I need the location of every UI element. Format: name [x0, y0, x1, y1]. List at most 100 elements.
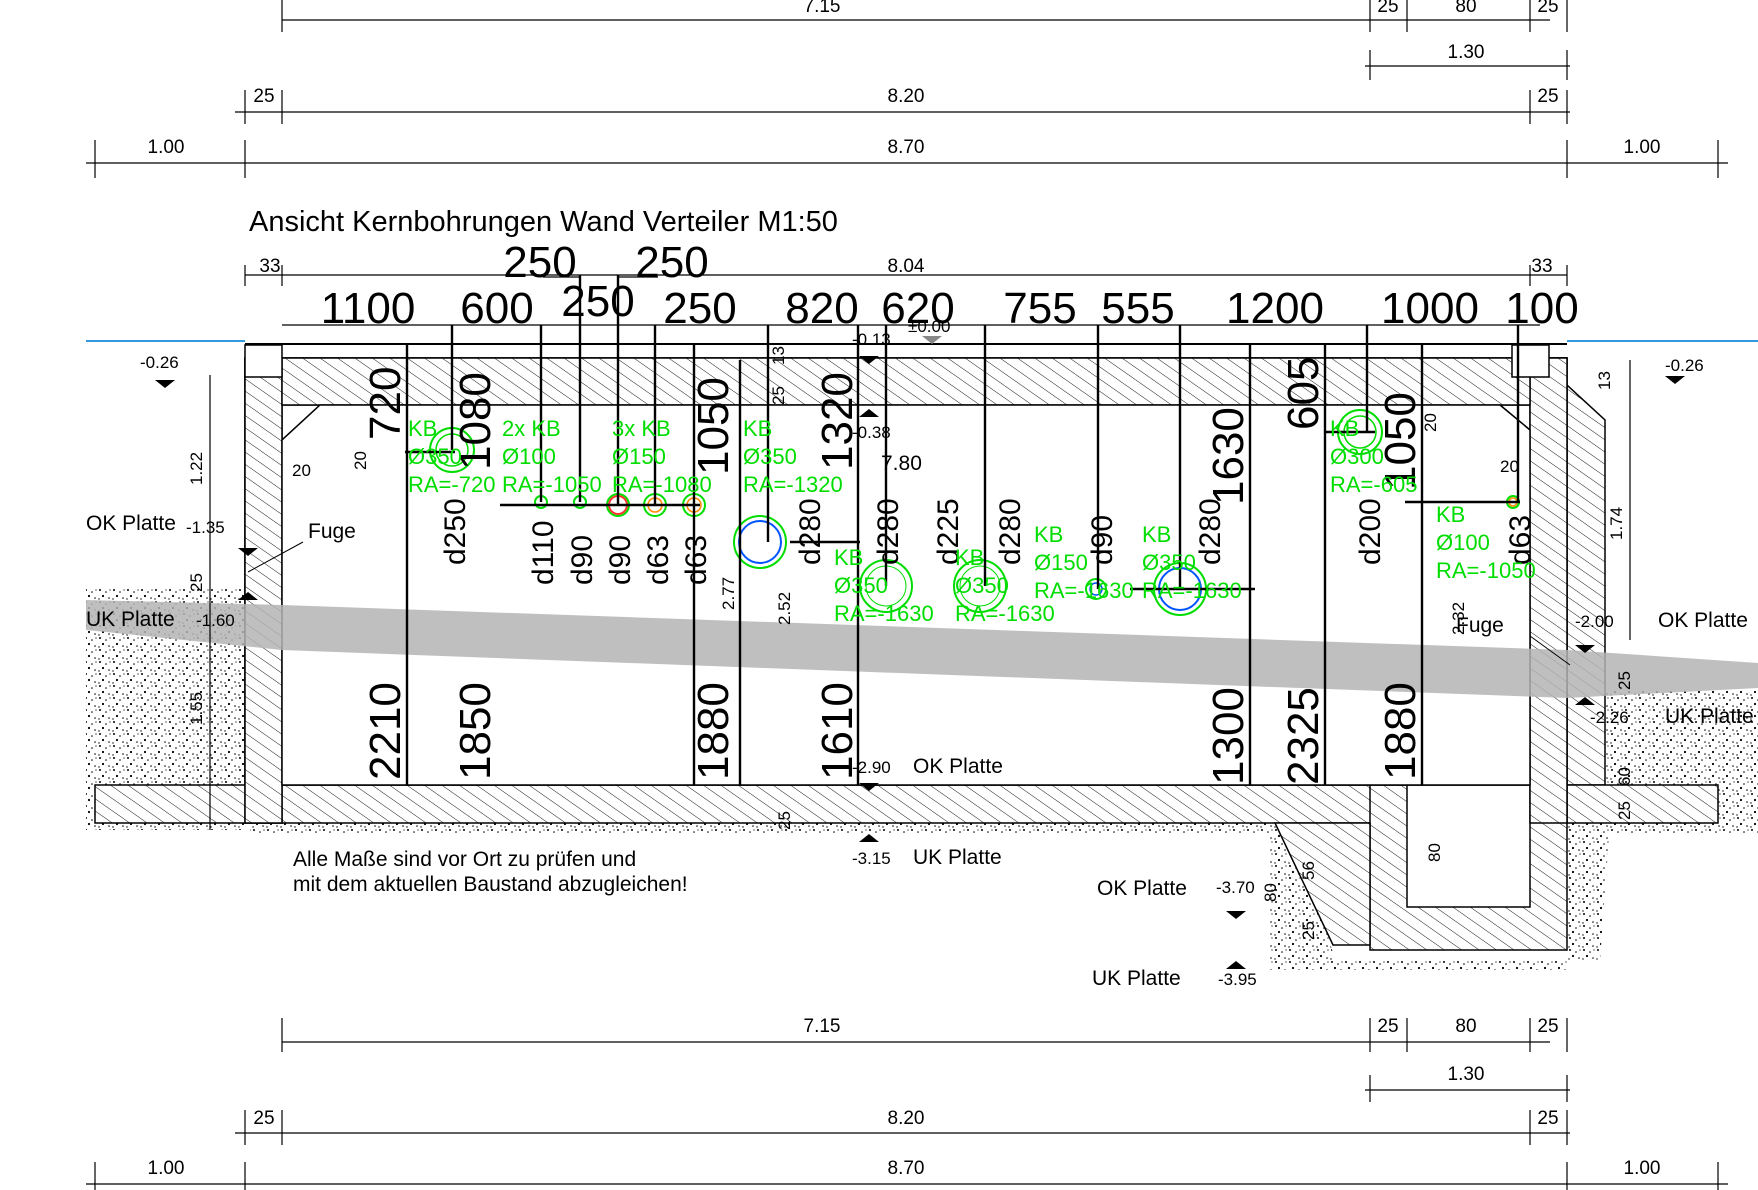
vdim-1050b: 1050 — [1376, 392, 1425, 490]
level-m226: -2.26 — [1590, 708, 1629, 727]
wall-dim: 25 — [775, 811, 794, 830]
plan-dim-600: 600 — [460, 284, 533, 333]
grey-joint-band — [86, 600, 1758, 698]
fuge-left: Fuge — [308, 520, 356, 543]
level-markers: -0.26 -0.26 ±0.00 -0.13 -0.38 7.80 -1.35… — [86, 317, 1754, 990]
core-0-l0: KB — [408, 416, 437, 441]
plan-dim-804: 8.04 — [888, 256, 925, 277]
pipe-label: d225 — [932, 498, 965, 565]
vdim-605: 605 — [1279, 357, 1328, 430]
ok-platte-main: OK Platte — [913, 755, 1003, 778]
plan-dim-250d: 250 — [663, 284, 736, 333]
plan-dim-1200: 1200 — [1226, 284, 1324, 333]
core-8-l2: RA=-605 — [1330, 472, 1417, 497]
level-m026-left: -0.26 — [140, 353, 179, 372]
top-dim-25b: 25 — [1537, 0, 1558, 17]
level-marker — [1665, 376, 1685, 384]
core-2-l1: Ø150 — [612, 444, 666, 469]
pipe-label: d250 — [439, 498, 472, 565]
wall-dim: 80 — [1261, 883, 1280, 902]
bottom-dim-80: 80 — [1455, 1016, 1476, 1037]
pipe-label: d280 — [872, 498, 905, 565]
bottom-dim-25a: 25 — [1377, 1016, 1398, 1037]
wall-dim: 25 — [769, 386, 788, 405]
plan-dim-1100: 1100 — [321, 284, 416, 333]
vdim-1050: 1050 — [689, 377, 738, 475]
pipe-label: d280 — [794, 498, 827, 565]
wall-dim: 1.55 — [187, 692, 206, 725]
drawing-title: Ansicht Kernbohrungen Wand Verteiler M1:… — [249, 206, 838, 238]
pipe-label: d110 — [527, 520, 560, 585]
vdim-1610: 1610 — [813, 682, 862, 780]
core-0-l1: Ø350 — [408, 444, 462, 469]
level-m200: -2.00 — [1575, 612, 1614, 631]
wall-dim: 2.77 — [719, 577, 738, 610]
vdim-1630: 1630 — [1204, 407, 1253, 505]
top-dim-715: 7.15 — [804, 0, 841, 17]
core-9-l0: KB — [1436, 502, 1465, 527]
bottom-dim-100a: 1.00 — [148, 1158, 185, 1179]
core-4-l2: RA=-1630 — [834, 601, 934, 626]
ok-platte-right: OK Platte — [1658, 609, 1748, 632]
vertical-dim-lines — [405, 275, 1520, 785]
pipe-label: d200 — [1354, 498, 1387, 565]
plan-dim-100: 100 — [1505, 284, 1578, 333]
wall-dim: 20 — [1421, 413, 1440, 432]
bottom-dim-25b: 25 — [1537, 1016, 1558, 1037]
length-780: 7.80 — [881, 452, 922, 475]
pipe-label: d63 — [680, 535, 713, 585]
core-7-l0: KB — [1142, 522, 1171, 547]
pipe-label: d63 — [642, 535, 675, 585]
vdim-1080: 1080 — [451, 372, 500, 470]
core-6-l2: RA=-1630 — [1034, 578, 1134, 603]
uk-platte-left: UK Platte — [86, 608, 175, 631]
ok-platte-pit: OK Platte — [1097, 877, 1187, 900]
vdim-1300: 1300 — [1204, 687, 1253, 785]
plan-dim-820: 820 — [785, 284, 858, 333]
plan-dim-250c: 250 — [561, 277, 634, 326]
pipe-label: d63 — [1504, 515, 1537, 565]
level-m370: -3.70 — [1216, 878, 1255, 897]
plan-dim-555: 555 — [1101, 284, 1174, 333]
top-dim-870: 8.70 — [888, 137, 925, 158]
level-m013: -0.13 — [852, 330, 891, 349]
core-2-l2: RA=-1080 — [612, 472, 712, 497]
core-9-l1: Ø100 — [1436, 530, 1490, 555]
bottom-dim-870: 8.70 — [888, 1158, 925, 1179]
core-annotations: KB Ø350 RA=-720 2x KB Ø100 RA=-1050 3x K… — [408, 416, 1536, 626]
wall-dim: 2.52 — [775, 592, 794, 625]
pipe-label: d90 — [604, 535, 637, 585]
uk-platte-pit: UK Platte — [1092, 967, 1181, 990]
wall-dim: 25 — [1615, 801, 1634, 820]
note-line-1: Alle Maße sind vor Ort zu prüfen und — [293, 848, 636, 871]
top-dim-25a: 25 — [1377, 0, 1398, 17]
bottom-dim-100b: 1.00 — [1624, 1158, 1661, 1179]
plan-dim-620: 620 — [881, 284, 954, 333]
level-m038: -0.38 — [852, 423, 891, 442]
wall-dim: 13 — [769, 346, 788, 365]
level-m026-right: -0.26 — [1665, 356, 1704, 375]
vdim-720: 720 — [361, 367, 410, 440]
wall-dim: 20 — [351, 451, 370, 470]
core-5-l1: Ø350 — [955, 573, 1009, 598]
wall-dim: 80 — [1425, 843, 1444, 862]
uk-platte-right: UK Platte — [1665, 705, 1754, 728]
bottom-dim-25d: 25 — [1537, 1108, 1558, 1129]
wall-dim: 1.22 — [187, 452, 206, 485]
bottom-dim-820: 8.20 — [888, 1108, 925, 1129]
pipe-label: d90 — [1086, 515, 1119, 565]
wall-dimensions: 1.22 20 20 25 1.55 2.77 2.52 25 13 25 1.… — [187, 346, 1634, 940]
ok-platte-left: OK Platte — [86, 512, 176, 535]
core-1-l1: Ø100 — [502, 444, 556, 469]
top-dimension-chains: 7.15 25 80 25 1.30 25 8.20 25 1.00 8.70 … — [86, 0, 1728, 178]
vdim-1880b: 1880 — [1376, 682, 1425, 780]
vdim-1850: 1850 — [451, 682, 500, 780]
top-dim-100a: 1.00 — [148, 137, 185, 158]
wall-dim: 25 — [1615, 671, 1634, 690]
top-dim-80: 80 — [1455, 0, 1476, 17]
vdim-2325: 2325 — [1279, 687, 1328, 785]
top-dim-130: 1.30 — [1448, 42, 1485, 63]
wall-dim: 2.32 — [1449, 602, 1468, 635]
core-hole — [1085, 578, 1107, 600]
